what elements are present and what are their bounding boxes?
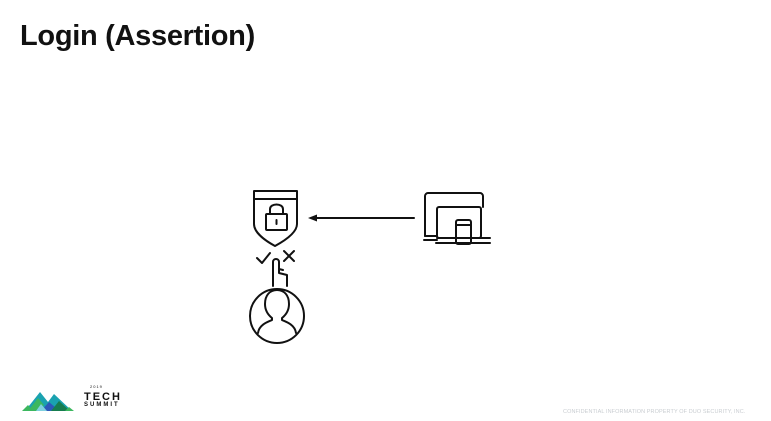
check-icon [256, 252, 271, 264]
logo-summit-label: SUMMIT [84, 402, 120, 408]
mountain-logo [22, 392, 74, 411]
logo-year: 2019 [90, 384, 103, 389]
devices-icon [423, 192, 491, 245]
x-icon [283, 250, 295, 262]
tech-summit-logo: 2019 TECH SUMMIT [20, 384, 120, 414]
user-icon [249, 288, 305, 344]
confidential-footer: CONFIDENTIAL INFORMATION PROPERTY OF DUO… [563, 409, 746, 415]
lock-shield-icon [253, 190, 298, 247]
page-title: Login (Assertion) [20, 20, 255, 52]
arrow-head [308, 214, 317, 222]
logo-tech-label: TECH [84, 391, 122, 403]
pointing-hand-icon [272, 258, 288, 287]
